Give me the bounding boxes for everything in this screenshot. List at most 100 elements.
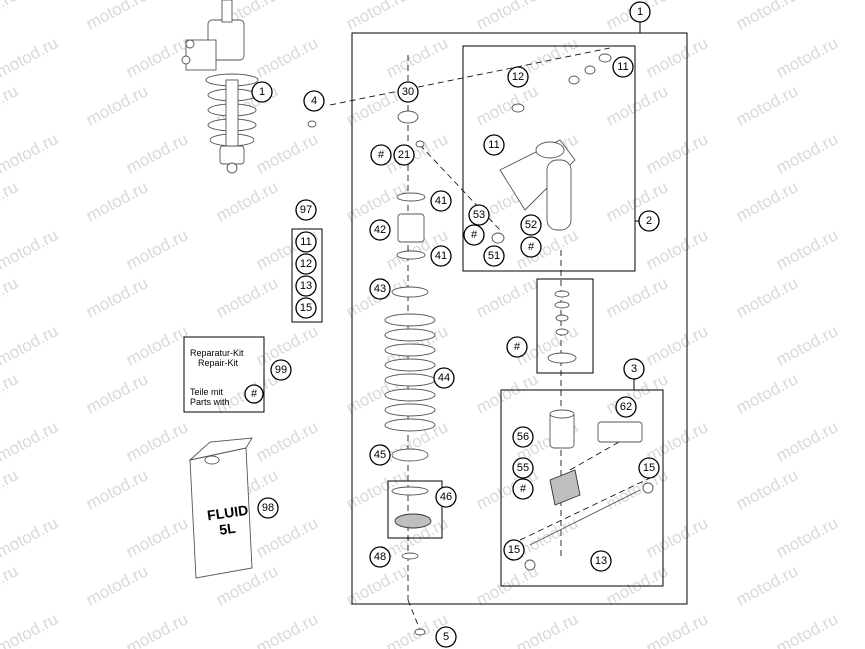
fluid-can-line-1: FLUID [206,502,249,524]
callout-circle-c62 [615,396,637,418]
spring-illustration [384,313,436,432]
callout-label-c1_top: 1 [637,6,643,18]
watermark-text: motod.ru [83,0,151,34]
watermark-text: motod.ru [0,129,61,177]
watermark-text: motod.ru [643,513,711,561]
watermark-text: motod.ru [0,369,21,417]
watermark-text: motod.ru [473,81,541,129]
reservoir-illustration [491,53,612,244]
watermark-text: motod.ru [83,273,151,321]
watermark-text: motod.ru [0,465,21,513]
watermark-text: motod.ru [0,225,61,273]
callout-label-c21: 21 [398,149,410,161]
callout-circle-c48 [369,546,391,568]
watermark-text: motod.ru [123,33,191,81]
watermark-text: motod.ru [253,129,321,177]
watermark-text: motod.ru [603,465,671,513]
fluid-can-line-2: 5L [218,520,237,538]
callout-label-c15_a: 15 [643,462,655,474]
watermark-text: motod.ru [253,513,321,561]
watermark-text: motod.ru [123,225,191,273]
callout-label-c55_hash: # [520,483,527,495]
callout-circle-c30 [397,81,419,103]
part-46-frame [387,480,443,539]
watermark-text: motod.ru [643,321,711,369]
watermark-text: motod.ru [0,561,21,609]
watermark-text: motod.ru [643,225,711,273]
watermark-text: motod.ru [343,561,411,609]
callout-label-c53_hash: # [471,229,478,241]
watermark-text: motod.ru [863,0,865,34]
callout-circle-c1_top [629,1,651,23]
watermark-text: motod.ru [603,561,671,609]
watermark-text: motod.ru [343,0,411,34]
watermark-text: motod.ru [603,81,671,129]
watermark-text: motod.ru [773,33,841,81]
callout-circle-c13 [590,550,612,572]
callout-label-c42: 42 [374,224,386,236]
watermark-text: motod.ru [603,273,671,321]
watermark-text: motod.ru [0,321,61,369]
watermark-text: motod.ru [0,0,21,34]
watermark-text: motod.ru [733,561,801,609]
callout-label-c1_left: 1 [259,86,265,98]
callout-label-c3: 3 [631,363,637,375]
watermark-text: motod.ru [733,177,801,225]
callout-circle-c51 [483,245,505,267]
watermark-text: motod.ru [0,273,21,321]
callout-label-c44: 44 [438,372,450,384]
watermark-text: motod.ru [253,417,321,465]
callout-label-c41_b: 41 [435,250,447,262]
kit-97-item-label: 13 [300,280,312,292]
watermark-text: motod.ru [733,81,801,129]
callout-circle-c11_top [612,56,634,78]
callout-label-c55: 55 [517,462,529,474]
watermark-text: motod.ru [253,33,321,81]
kit-97-item-circle [295,275,317,297]
kit-97-item-circle [295,253,317,275]
callout-circle-c44 [433,367,455,389]
watermark-text: motod.ru [733,465,801,513]
kit-97-item-label: 15 [300,302,312,314]
fluid-can-illustration [188,437,253,579]
callout-label-c51: 51 [488,250,500,262]
kit-97-frame [291,228,323,323]
callout-label-c4: 4 [311,95,317,107]
repair-kit-hash: # [251,388,258,400]
callout-circle-c3 [623,358,645,380]
watermark-text: motod.ru [123,129,191,177]
watermark-text: motod.ru [733,273,801,321]
callout-circle-c45 [369,444,391,466]
repair-kit-line-4: Parts with [190,397,230,407]
kit-97-item-label: 11 [300,236,311,248]
callout-label-c97: 97 [300,204,312,216]
watermark-text: motod.ru [253,609,321,649]
watermark-text: motod.ru [123,321,191,369]
watermark-text: motod.ru [513,609,581,649]
callout-circle-c1_left [251,81,273,103]
callout-label-c43: 43 [374,283,386,295]
repair-kit-line-3: Teile mit [190,387,224,397]
seal-kit-illustration [547,290,577,364]
watermark-text: motod.ru [383,129,451,177]
callout-circle-c53_hash [463,224,485,246]
watermark-text: motod.ru [83,177,151,225]
callout-label-c99: 99 [275,364,287,376]
kit-97-item-label: 12 [300,258,312,270]
callout-label-c15_b: 15 [508,544,520,556]
assembly-1-frame [351,32,688,605]
callout-label-c41_a: 41 [435,195,447,207]
watermark-text: motod.ru [773,225,841,273]
callout-circle-c4 [303,90,325,112]
callout-circle-c98 [257,497,279,519]
watermark-text: motod.ru [0,33,61,81]
callout-circle-c21_hash [370,144,392,166]
fluid-can-label: FLUID 5L [206,502,249,538]
callout-label-c56: 56 [517,431,529,443]
callout-circle-c52 [520,214,542,236]
callout-circle-c53 [468,204,490,226]
callout-circle-c55_hash [512,478,534,500]
callout-label-c2: 2 [646,215,652,227]
